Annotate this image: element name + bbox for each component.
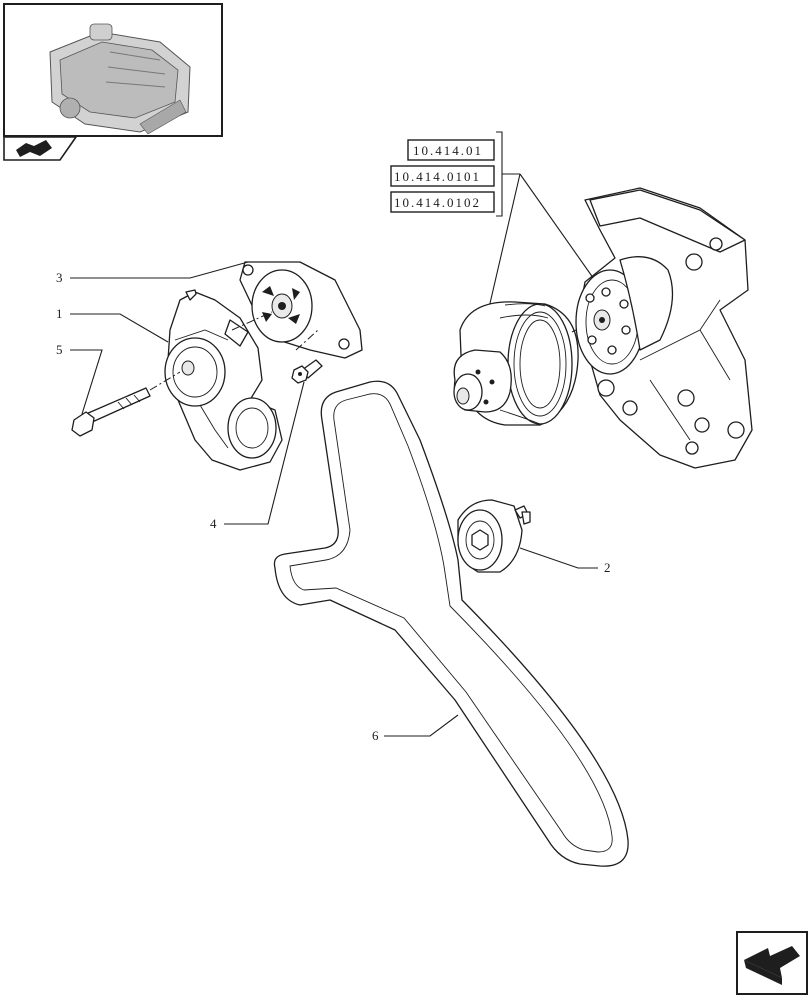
tensioner-bolt	[71, 387, 151, 437]
mounting-screw	[291, 359, 323, 384]
callout-number-3: 3	[56, 270, 63, 285]
callout-leaders	[70, 261, 598, 737]
engine-thumbnail-icon[interactable]	[3, 3, 223, 137]
callout-number-6: 6	[372, 728, 379, 743]
reference-bracket	[487, 131, 597, 313]
reference-box-1[interactable]: 10.414.01	[407, 139, 495, 161]
tensioner-backplate	[239, 261, 363, 359]
callout-number-4: 4	[210, 516, 217, 531]
next-page-arrow-icon[interactable]	[736, 931, 808, 995]
idler-pulley	[457, 499, 531, 573]
reference-label-1: 10.414.01	[413, 143, 483, 158]
pump-pulley-assembly	[453, 187, 753, 469]
reference-label-2: 10.414.0101	[394, 169, 481, 184]
section-marker-icon[interactable]	[3, 136, 78, 161]
reference-label-3: 10.414.0102	[394, 195, 481, 210]
callout-number-2: 2	[604, 560, 611, 575]
reference-box-2[interactable]: 10.414.0101	[390, 165, 495, 187]
belt-tensioner	[149, 289, 319, 471]
reference-box-3[interactable]: 10.414.0102	[390, 191, 495, 213]
callout-number-1: 1	[56, 306, 63, 321]
callout-number-5: 5	[56, 342, 63, 357]
serpentine-belt	[273, 380, 629, 867]
